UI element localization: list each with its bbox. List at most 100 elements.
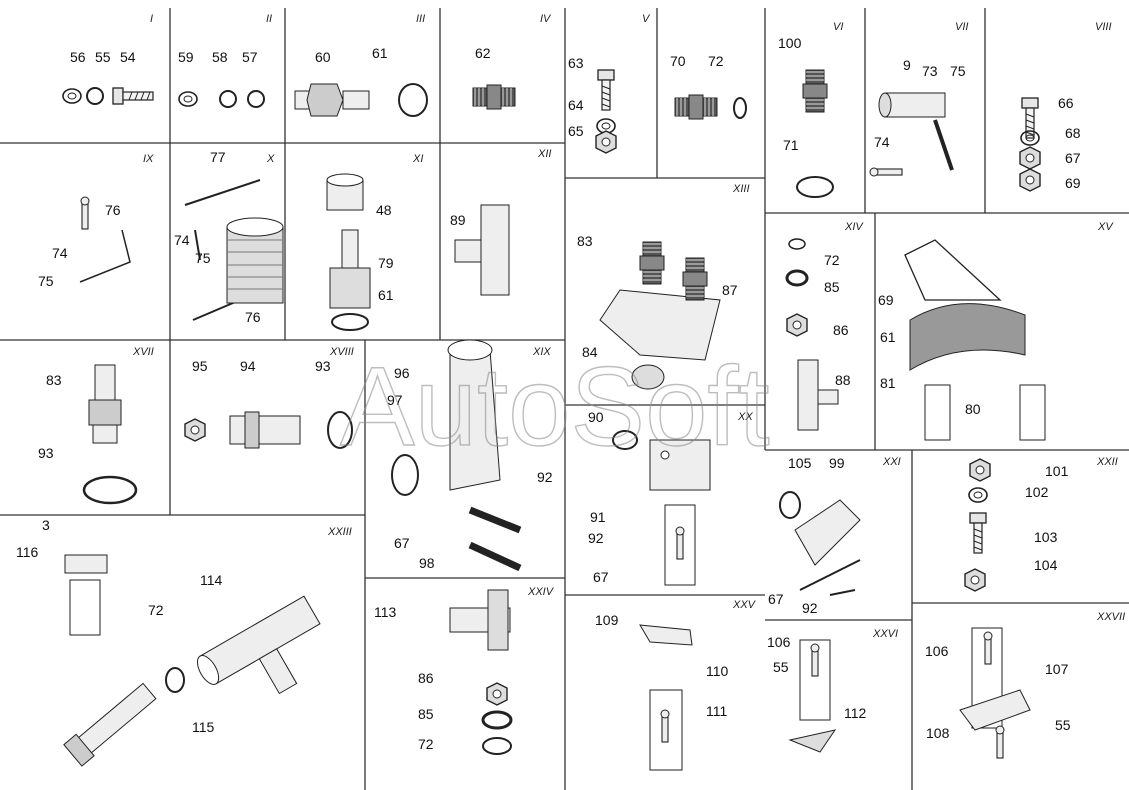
callout: 75 <box>38 273 54 289</box>
panel-label: XI <box>412 153 423 165</box>
callout: 81 <box>880 375 896 391</box>
panel-label: XXIV <box>527 586 555 598</box>
panel-label: II <box>266 13 272 25</box>
callout: 74 <box>874 134 890 150</box>
callout: 55 <box>773 659 789 675</box>
panel-label: VII <box>955 21 968 33</box>
callout: 87 <box>722 282 738 298</box>
callout: 73 <box>922 63 938 79</box>
callout: 77 <box>210 149 226 165</box>
callout: 98 <box>419 555 435 571</box>
callout: 92 <box>537 469 553 485</box>
callout: 58 <box>212 49 228 65</box>
callout: 105 <box>788 455 812 471</box>
callout: 111 <box>706 703 727 719</box>
callout: 99 <box>829 455 845 471</box>
callout: 86 <box>833 322 849 338</box>
callout: 57 <box>242 49 258 65</box>
callout: 92 <box>802 600 818 616</box>
panel-label: XXIII <box>327 526 352 538</box>
callout: 88 <box>835 372 851 388</box>
panel-label: VIII <box>1095 21 1112 33</box>
callout: 83 <box>577 233 593 249</box>
callout: 75 <box>195 250 211 266</box>
callout: 106 <box>767 634 791 650</box>
callout: 56 <box>70 49 86 65</box>
callout: 115 <box>192 719 215 735</box>
callout: 70 <box>670 53 686 69</box>
callout: 64 <box>568 97 584 113</box>
callout: 85 <box>824 279 840 295</box>
callout: 54 <box>120 49 136 65</box>
panel-label: XXVI <box>872 628 898 640</box>
callout: 97 <box>387 392 403 408</box>
panel-label: I <box>150 13 153 25</box>
callout: 108 <box>926 725 950 741</box>
callout: 71 <box>783 137 799 153</box>
panel-label: XIII <box>732 183 750 195</box>
part-illustrations <box>62 69 1046 771</box>
callout: 86 <box>418 670 434 686</box>
callout: 110 <box>706 663 729 679</box>
panel-label: III <box>416 13 425 25</box>
callout: 72 <box>148 602 164 618</box>
callout: 116 <box>16 544 39 560</box>
callout: 72 <box>708 53 724 69</box>
panel-label: IX <box>143 153 154 165</box>
callout: 61 <box>372 45 388 61</box>
callout: 67 <box>768 591 784 607</box>
callout: 74 <box>52 245 68 261</box>
callout: 67 <box>394 535 410 551</box>
callout: 85 <box>418 706 434 722</box>
callout: 114 <box>200 572 223 588</box>
callout: 72 <box>824 252 840 268</box>
callout: 72 <box>418 736 434 752</box>
callout: 48 <box>376 202 392 218</box>
callout: 66 <box>1058 95 1074 111</box>
callout: 90 <box>588 409 604 425</box>
callout: 61 <box>378 287 394 303</box>
callout: 76 <box>105 202 121 218</box>
callout: 109 <box>595 612 619 628</box>
callout: 63 <box>568 55 584 71</box>
callout: 107 <box>1045 661 1069 677</box>
callout: 101 <box>1045 463 1069 479</box>
panel-label: XV <box>1097 221 1114 233</box>
callout: 96 <box>394 365 410 381</box>
panel-label: XXII <box>1096 456 1118 468</box>
callout: 60 <box>315 49 331 65</box>
part-callouts: 56 55 54 59 58 57 60 61 62 63 64 65 70 7… <box>16 35 1081 752</box>
callout: 9 <box>903 57 911 73</box>
callout: 94 <box>240 358 256 374</box>
callout: 79 <box>378 255 394 271</box>
panel-label: VI <box>833 21 843 33</box>
callout: 93 <box>38 445 54 461</box>
callout: 62 <box>475 45 491 61</box>
panel-label: XVII <box>132 346 154 358</box>
callout: 89 <box>450 212 466 228</box>
callout: 103 <box>1034 529 1058 545</box>
callout: 84 <box>582 344 598 360</box>
panel-label: IV <box>540 13 552 25</box>
panel-numerals: I II III IV V VI VII VIII IX X XI XII XI… <box>132 13 1125 640</box>
panel-label: XXVII <box>1096 611 1125 623</box>
callout: 55 <box>1055 717 1071 733</box>
watermark: AutoSoft <box>340 344 770 469</box>
callout: 91 <box>590 509 606 525</box>
panel-label: XXV <box>732 599 757 611</box>
callout: 112 <box>844 705 867 721</box>
callout: 3 <box>42 517 50 533</box>
callout: 83 <box>46 372 62 388</box>
panel-label: XII <box>537 148 551 160</box>
panel-label: XXI <box>882 456 901 468</box>
callout: 80 <box>965 401 981 417</box>
callout: 69 <box>1065 175 1081 191</box>
callout: 93 <box>315 358 331 374</box>
callout: 74 <box>174 232 190 248</box>
callout: 102 <box>1025 484 1049 500</box>
callout: 95 <box>192 358 208 374</box>
callout: 55 <box>95 49 111 65</box>
panel-label: XIX <box>532 346 551 358</box>
callout: 59 <box>178 49 194 65</box>
